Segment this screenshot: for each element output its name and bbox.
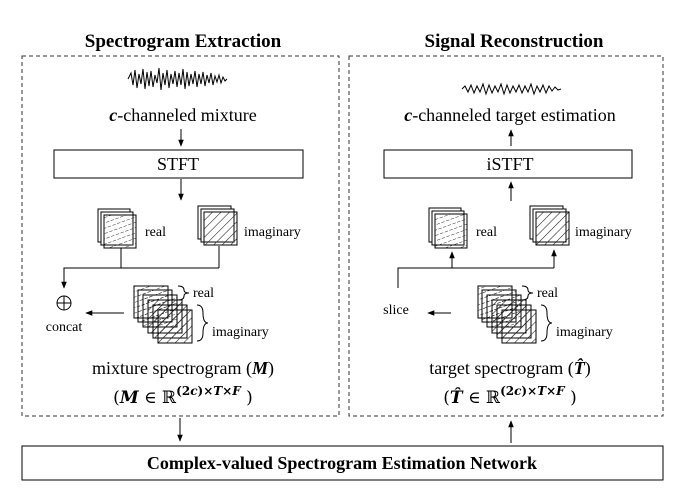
left-panel: Spectrogram Extraction c-channeled mixtu… [21, 31, 340, 417]
concat-icon [56, 295, 72, 311]
target-spectrogram-domain: (T̂ ∈ ℝ(2c)×T×F ) [443, 384, 576, 408]
mixture-spectrogram-caption: mixture spectrogram (M) [92, 358, 274, 379]
target-stack-imaginary-label: imaginary [556, 325, 613, 340]
imaginary-label: imaginary [244, 225, 301, 240]
real-spectrogram-icon [97, 208, 137, 249]
network-label: Complex-valued Spectrogram Estimation Ne… [147, 453, 537, 473]
target-imaginary-spectrogram-icon [529, 205, 570, 246]
network-block [21, 445, 664, 481]
target-waveform-icon [461, 82, 562, 96]
left-panel-title: Spectrogram Extraction [85, 31, 282, 52]
concat-label: concat [46, 320, 83, 335]
stft-block [53, 149, 304, 179]
istft-label: iSTFT [486, 154, 533, 174]
stack-real-label: real [193, 286, 214, 301]
istft-block [383, 149, 633, 179]
right-panel: Signal Reconstruction c-channeled target… [348, 31, 664, 417]
mixture-label: c-channeled mixture [109, 105, 256, 125]
right-panel-title: Signal Reconstruction [425, 31, 604, 52]
imaginary-spectrogram-icon [197, 205, 238, 246]
slice-label: slice [383, 303, 409, 318]
real-label: real [145, 225, 166, 240]
target-spectrogram-stack-icon [477, 285, 537, 344]
target-real-label: real [476, 225, 497, 240]
stft-label: STFT [157, 154, 199, 174]
target-label: c-channeled target estimation [404, 105, 616, 125]
stack-imaginary-label: imaginary [212, 325, 269, 340]
target-real-spectrogram-icon [428, 207, 468, 249]
target-stack-real-label: real [537, 286, 558, 301]
mixture-waveform-icon [127, 67, 228, 91]
mixture-spectrogram-domain: (M ∈ ℝ(2c)×T×F ) [113, 384, 253, 408]
right-panel-border [348, 55, 664, 417]
target-spectrogram-caption: target spectrogram (T̂) [429, 358, 591, 379]
mixture-spectrogram-stack-icon [133, 285, 193, 344]
left-panel-border [21, 55, 340, 417]
target-imaginary-label: imaginary [575, 225, 632, 240]
